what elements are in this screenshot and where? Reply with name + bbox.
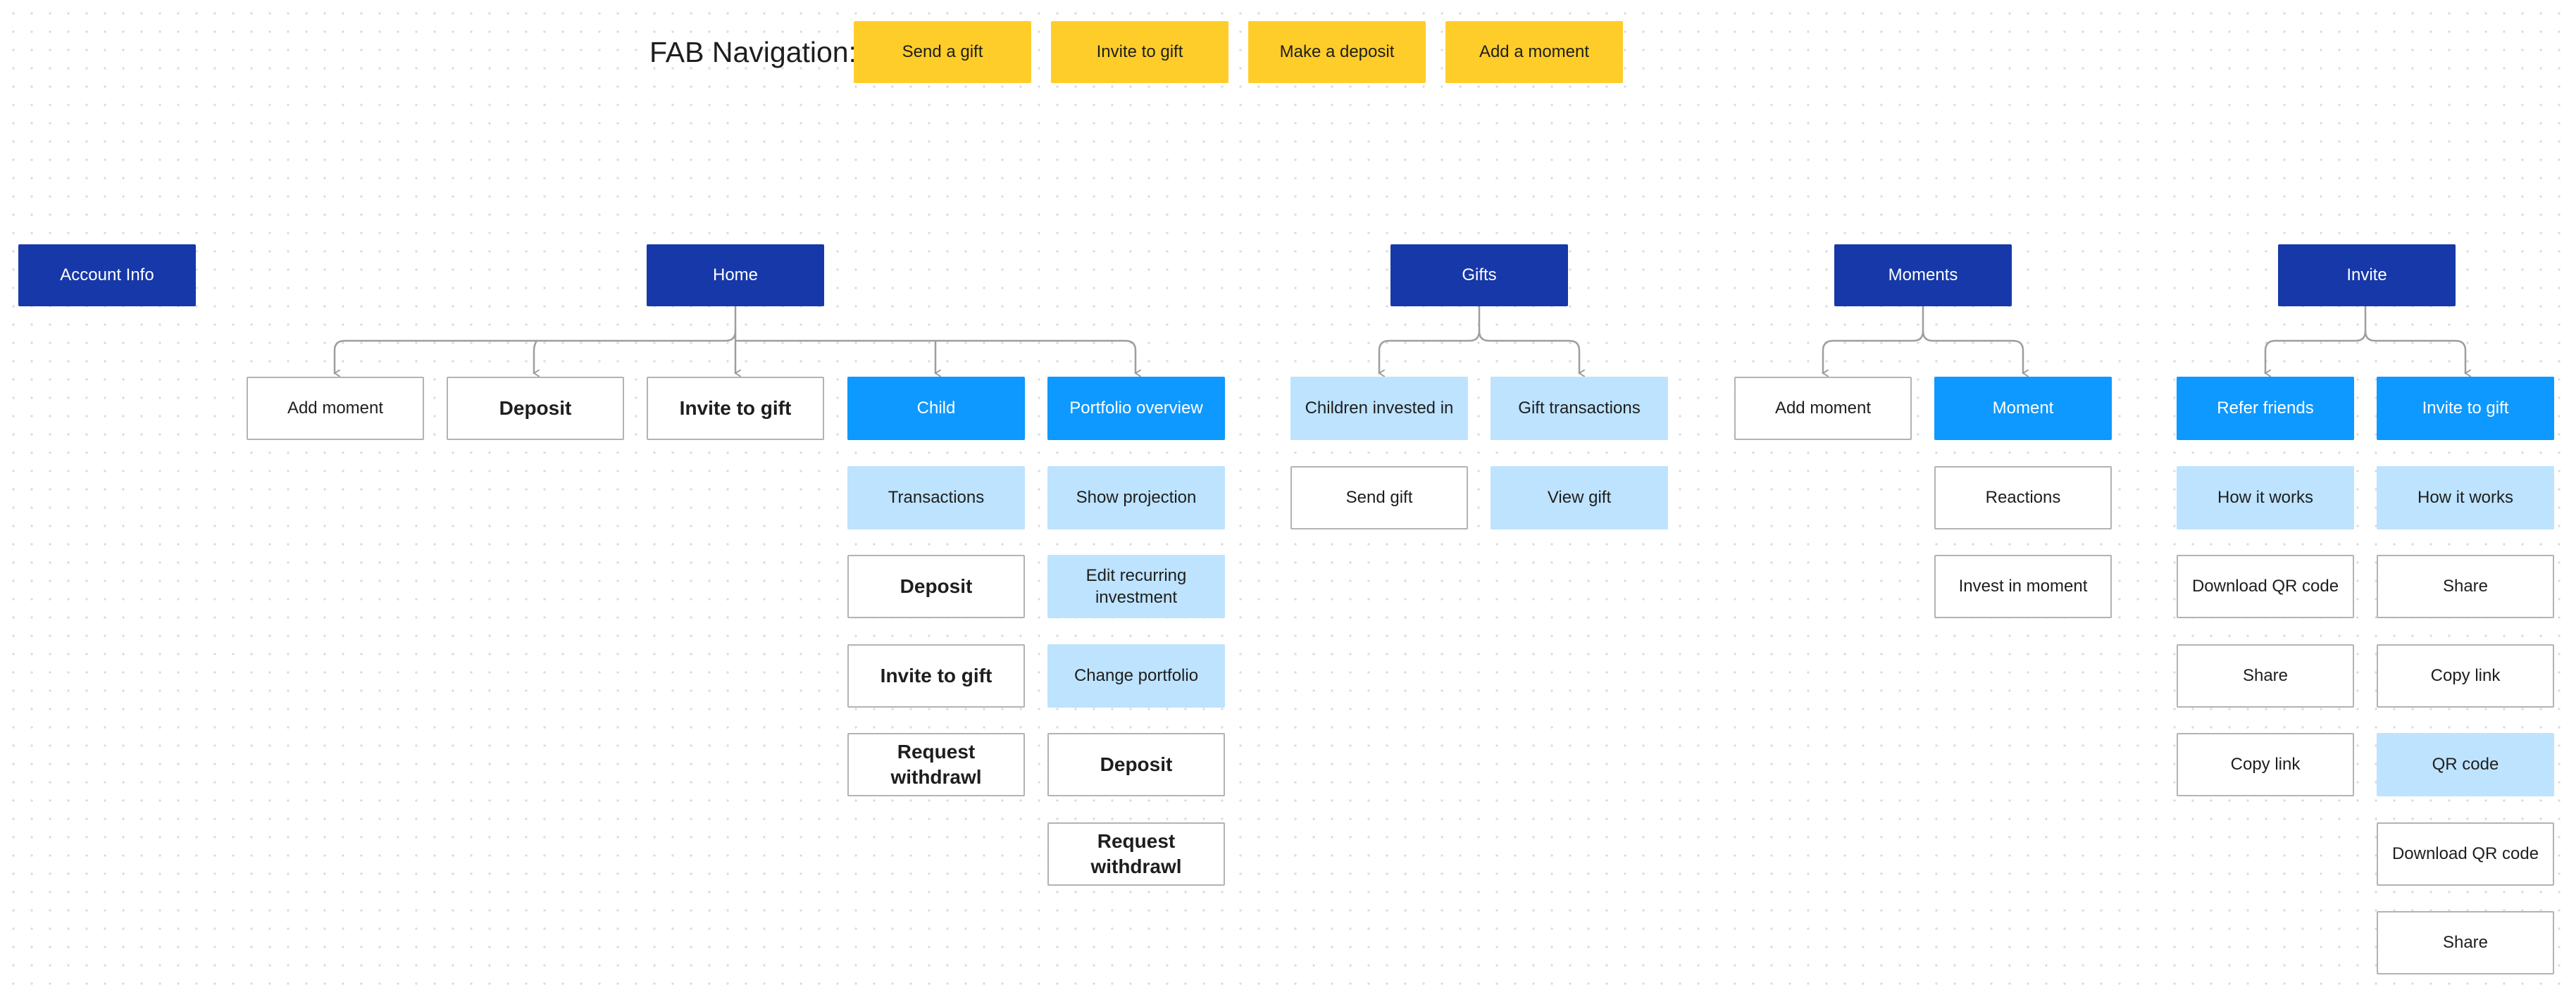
fab-navigation-label: FAB Navigation:	[649, 36, 857, 68]
moments-connectors	[1823, 305, 2023, 373]
portfolio-deposit-node[interactable]: Deposit	[1047, 733, 1225, 796]
home-node[interactable]: Home	[647, 244, 824, 306]
home-child-node[interactable]: Child	[847, 377, 1025, 440]
gifts-connectors	[1379, 305, 1579, 373]
home-invite-to-gift-node[interactable]: Invite to gift	[647, 377, 824, 440]
invite-connectors	[2265, 305, 2465, 373]
invite-invite-to-gift-node[interactable]: Invite to gift	[2377, 377, 2554, 440]
gifts-view-gift-node[interactable]: View gift	[1491, 466, 1668, 529]
refer-share-node[interactable]: Share	[2177, 644, 2354, 708]
moment-invest-in-moment-node[interactable]: Invest in moment	[1934, 555, 2112, 618]
account-info-node[interactable]: Account Info	[18, 244, 196, 306]
gifts-gift-transactions-node[interactable]: Gift transactions	[1491, 377, 1668, 440]
fab-invite-to-gift-button[interactable]: Invite to gift	[1051, 21, 1228, 83]
child-transactions-node[interactable]: Transactions	[847, 466, 1025, 529]
portfolio-edit-recurring-investment-node[interactable]: Edit recurring investment	[1047, 555, 1225, 618]
invite-gift-qr-code-node[interactable]: QR code	[2377, 733, 2554, 796]
child-request-withdrawl-node[interactable]: Request withdrawl	[847, 733, 1025, 796]
portfolio-show-projection-node[interactable]: Show projection	[1047, 466, 1225, 529]
invite-node[interactable]: Invite	[2278, 244, 2456, 306]
fab-add-moment-button[interactable]: Add a moment	[1445, 21, 1623, 83]
portfolio-change-portfolio-node[interactable]: Change portfolio	[1047, 644, 1225, 708]
refer-how-it-works-node[interactable]: How it works	[2177, 466, 2354, 529]
invite-gift-share-2-node[interactable]: Share	[2377, 911, 2554, 974]
moments-add-moment-node[interactable]: Add moment	[1734, 377, 1912, 440]
home-add-moment-node[interactable]: Add moment	[247, 377, 424, 440]
refer-download-qr-code-node[interactable]: Download QR code	[2177, 555, 2354, 618]
gifts-children-invested-in-node[interactable]: Children invested in	[1290, 377, 1468, 440]
child-invite-to-gift-node[interactable]: Invite to gift	[847, 644, 1025, 708]
invite-gift-download-qr-code-node[interactable]: Download QR code	[2377, 822, 2554, 886]
gifts-send-gift-node[interactable]: Send gift	[1290, 466, 1468, 529]
portfolio-request-withdrawl-node[interactable]: Request withdrawl	[1047, 822, 1225, 886]
fab-make-deposit-button[interactable]: Make a deposit	[1248, 21, 1426, 83]
invite-gift-how-it-works-node[interactable]: How it works	[2377, 466, 2554, 529]
moments-moment-node[interactable]: Moment	[1934, 377, 2112, 440]
home-deposit-node[interactable]: Deposit	[447, 377, 624, 440]
home-portfolio-overview-node[interactable]: Portfolio overview	[1047, 377, 1225, 440]
moments-node[interactable]: Moments	[1834, 244, 2012, 306]
fab-send-gift-button[interactable]: Send a gift	[854, 21, 1031, 83]
invite-gift-copy-link-node[interactable]: Copy link	[2377, 644, 2554, 708]
invite-refer-friends-node[interactable]: Refer friends	[2177, 377, 2354, 440]
invite-gift-share-node[interactable]: Share	[2377, 555, 2554, 618]
moment-reactions-node[interactable]: Reactions	[1934, 466, 2112, 529]
refer-copy-link-node[interactable]: Copy link	[2177, 733, 2354, 796]
gifts-node[interactable]: Gifts	[1390, 244, 1568, 306]
child-deposit-node[interactable]: Deposit	[847, 555, 1025, 618]
home-connectors	[335, 305, 1135, 373]
